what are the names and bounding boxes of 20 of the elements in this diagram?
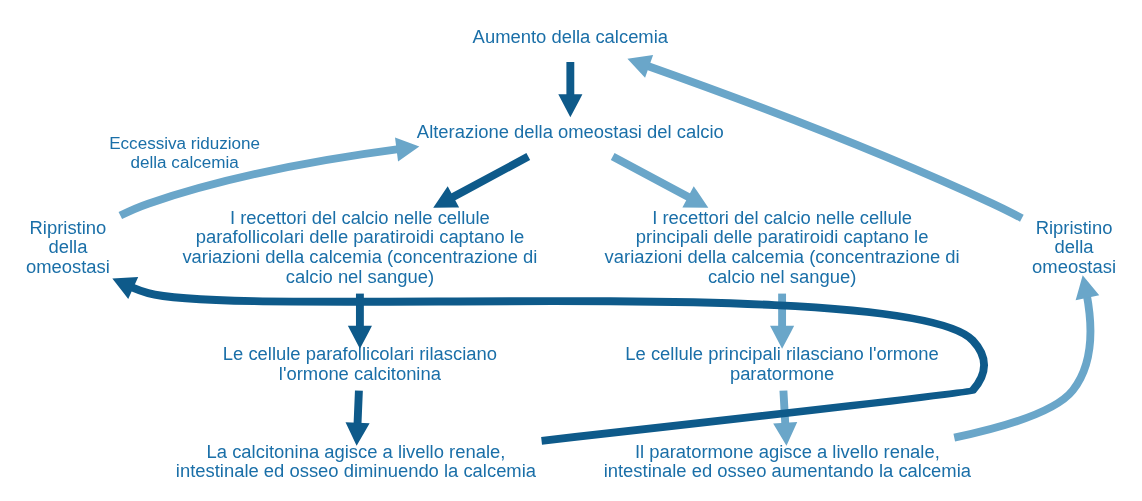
arrow: [953, 274, 1100, 442]
arrow: [433, 152, 531, 208]
arrow: [627, 54, 1024, 222]
node-text: Il paratormone agisce a livello renale, intestinale ed osseo aumentando la calcemia: [603, 440, 972, 481]
arrow: [610, 152, 709, 208]
arrow: [118, 137, 420, 219]
node-text: Ripristino della omeostasi: [1032, 216, 1117, 277]
node-text: La calcitonina agisce a livello renale, intestinale ed osseo diminuendo la calcemia: [175, 440, 537, 481]
edge-label: Eccessiva riduzione della calcemia: [109, 133, 261, 171]
arrow: [345, 389, 370, 446]
node-text: Ripristino della omeostasi: [25, 216, 110, 277]
node-text: I recettori del calcio nelle cellule principali delle paratiroidi captano le variazioni della calcemia (concentrazione di calcio nel sangue): [604, 206, 960, 287]
node-text: I recettori del calcio nelle cellule parafollicolari delle paratiroidi captano le variazioni della calcemia (concentrazione di calcio nel sangue): [182, 206, 538, 287]
node-text: Aumento della calcemia: [472, 25, 669, 47]
node-text: Le cellule principali rilasciano l'ormone paratormone: [625, 342, 939, 384]
arrow: [112, 276, 988, 445]
arrow: [347, 293, 372, 349]
node-text: Alterazione della omeostasi del calcio: [416, 120, 724, 141]
arrow: [773, 389, 798, 446]
node-text: Le cellule parafollicolari rilasciano l'ormone calcitonina: [222, 342, 498, 384]
